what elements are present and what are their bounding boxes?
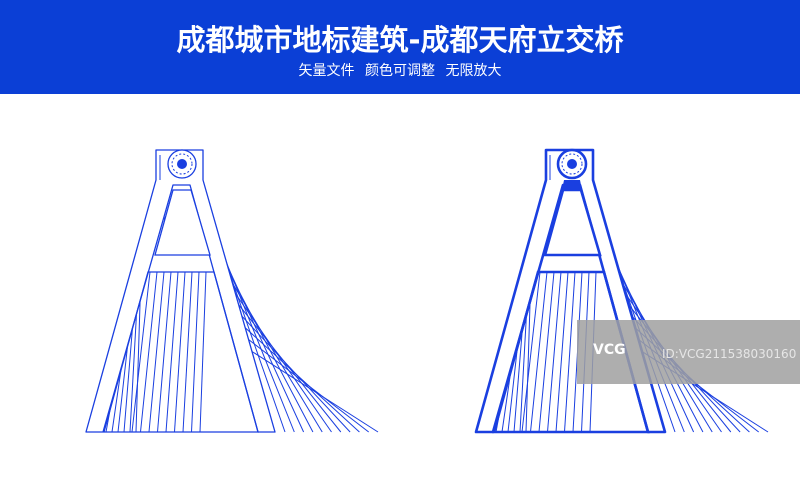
cable-middle (547, 271, 562, 433)
cable-middle (538, 271, 555, 433)
cable-middle (148, 271, 165, 433)
cable-middle (521, 271, 541, 433)
cable-middle (564, 271, 576, 433)
tower-lower-opening (492, 270, 650, 434)
page-title: 成都城市地标建筑-成都天府立交桥 (176, 23, 624, 57)
header-banner: 成都城市地标建筑-成都天府立交桥 矢量文件 颜色可调整 无限放大 (0, 0, 800, 94)
cable-middle (199, 271, 207, 433)
cable-middle (182, 271, 193, 433)
cable-right (224, 297, 351, 433)
bridge-illustration-bold (474, 148, 769, 434)
tower-outline (85, 149, 276, 433)
tower-lower-opening (103, 271, 259, 433)
page-subtitle: 矢量文件 颜色可调整 无限放大 (298, 63, 502, 79)
medallion-ring (561, 153, 583, 175)
medallion-center (567, 159, 577, 169)
cable-middle (165, 271, 179, 433)
cable-middle (131, 271, 151, 433)
watermark: VCG ID:VCG211538030160 (577, 320, 800, 384)
bridge-illustrations (85, 148, 769, 434)
tower-upper-opening (154, 189, 211, 256)
cable-right (233, 339, 379, 433)
watermark-logo: VCG (593, 342, 626, 358)
cable-right (227, 311, 360, 433)
tower-bold-block (562, 180, 582, 190)
cable-middle (555, 271, 569, 433)
cable-middle (157, 271, 172, 433)
cable-middle (530, 271, 548, 433)
cable-middle (191, 271, 200, 433)
medallion-ring (171, 153, 193, 175)
cable-middle (140, 271, 158, 433)
bridge-illustration-thin (85, 149, 379, 433)
cable-right (230, 325, 370, 433)
medallion-center (177, 159, 187, 169)
watermark-id: ID:VCG211538030160 (662, 347, 797, 361)
cable-middle (174, 271, 186, 433)
